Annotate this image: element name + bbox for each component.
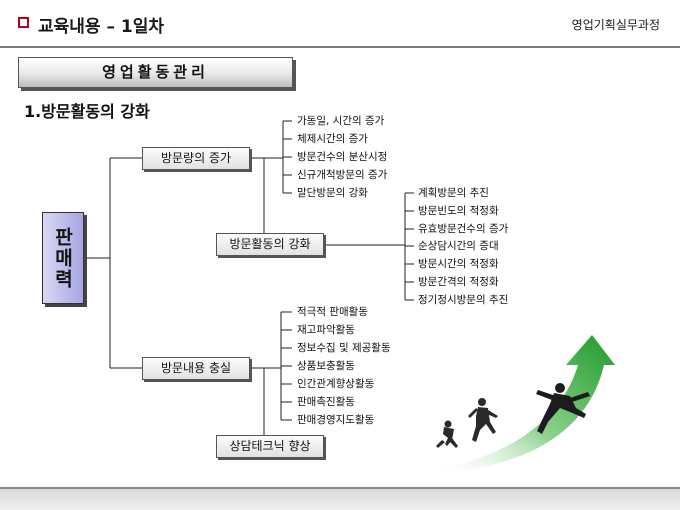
header-title: 교육내용 – 1일차 xyxy=(38,17,165,37)
list-item: 말단방문의 강화 xyxy=(297,187,368,199)
list-item: 체제시간의 증가 xyxy=(297,133,368,145)
footer-band xyxy=(0,489,680,510)
list-item: 판매촉진활동 xyxy=(297,396,355,408)
list-item: 계획방문의 추진 xyxy=(418,187,489,199)
list-item: 정보수집 및 제공활동 xyxy=(297,342,391,354)
root-node-label: 판매력 xyxy=(51,226,74,290)
list-item: 정기정시방문의 추진 xyxy=(418,294,509,306)
list-item: 가동일, 시간의 증가 xyxy=(297,115,385,127)
list-item: 인간관계향상활동 xyxy=(297,378,375,390)
list-item: 방문건수의 분산시정 xyxy=(297,151,388,163)
root-node-box xyxy=(42,212,84,304)
branch-visit-volume: 방문량의 증가 xyxy=(142,147,250,170)
branch-consulting-technique: 상담테크닉 향상 xyxy=(216,435,324,458)
list-item: 신규개척방문의 증가 xyxy=(297,169,388,181)
footer-divider xyxy=(0,487,680,489)
list-item: 유효방문건수의 증가 xyxy=(418,223,509,235)
list-item: 방문간격의 적정화 xyxy=(418,276,499,288)
list-item: 순상담시간의 증대 xyxy=(418,240,499,252)
course-name: 영업기획실무과정 xyxy=(571,18,660,32)
list-item: 상품보충활동 xyxy=(297,360,355,372)
section-title-box xyxy=(18,57,293,88)
list-item: 적극적 판매활동 xyxy=(297,306,368,318)
section-title: 영업활동관리 xyxy=(102,63,209,81)
list-item: 재고파악활동 xyxy=(297,324,355,336)
header-divider xyxy=(0,46,680,48)
sub-title: 1.방문활동의 강화 xyxy=(24,102,150,121)
list-item: 방문시간의 적정화 xyxy=(418,258,499,270)
branch-visit-content: 방문내용 충실 xyxy=(142,357,250,380)
branch-visit-activity: 방문활동의 강화 xyxy=(216,233,324,256)
header-bar xyxy=(0,0,680,48)
runners-growth-arrow-icon xyxy=(430,335,615,473)
list-item: 판매경영지도활동 xyxy=(297,414,375,426)
list-item: 방문빈도의 적정화 xyxy=(418,205,499,217)
square-bullet-icon xyxy=(18,17,29,28)
